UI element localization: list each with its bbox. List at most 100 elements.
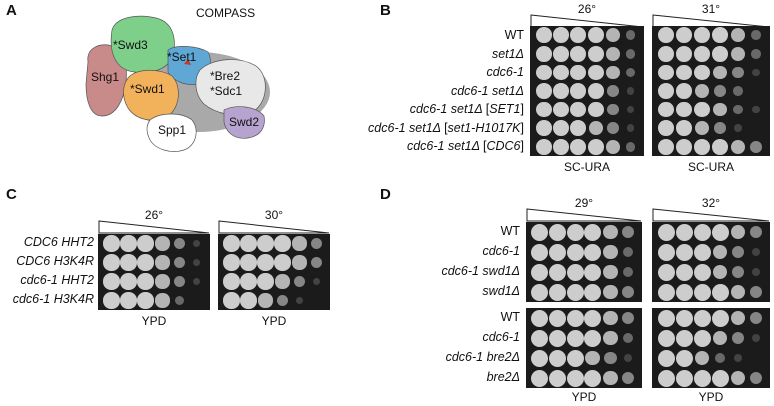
- strain-label: cdc6-1 set1Δ [set1-H1017K]: [368, 120, 524, 135]
- colony-spot: [751, 267, 761, 277]
- agar-plate: [526, 308, 642, 388]
- colony-spot: [675, 223, 693, 241]
- colony-spot: [675, 283, 693, 301]
- colony-spot: [625, 67, 636, 78]
- colony-spot: [292, 236, 307, 251]
- set1-label: *Set1: [167, 50, 197, 64]
- colony-spot: [585, 350, 601, 366]
- colony-spot: [587, 101, 604, 118]
- colony-spot: [310, 256, 323, 269]
- colony-spot: [553, 27, 569, 44]
- colony-spot: [535, 101, 552, 118]
- agar-plate: [652, 222, 770, 302]
- strain-label: cdc6-1 swd1Δ: [441, 264, 520, 278]
- colony-spot: [274, 254, 291, 271]
- colony-spot: [103, 254, 120, 271]
- colony-spot: [694, 45, 710, 62]
- colony-spot: [566, 309, 584, 327]
- medium-label: YPD: [571, 390, 597, 404]
- colony-spot: [535, 64, 552, 81]
- colony-spot: [549, 309, 566, 327]
- colony-spot: [606, 28, 620, 43]
- colony-spot: [566, 243, 584, 261]
- temperature-label: 26°: [577, 2, 597, 16]
- colony-spot: [531, 283, 549, 301]
- colony-spot: [657, 369, 675, 387]
- colony-spot: [675, 369, 693, 387]
- colony-spot: [531, 349, 549, 367]
- colony-spot: [535, 138, 552, 155]
- colony-spot: [549, 349, 566, 367]
- strain-label: cdc6-1 set1Δ [SET1]: [409, 102, 524, 117]
- colony-spot: [676, 138, 692, 155]
- colony-spot: [257, 273, 274, 290]
- colony-spot: [676, 120, 692, 137]
- colony-spot: [587, 27, 604, 44]
- strain-label: cdc6-1 H3K4R: [12, 292, 94, 306]
- colony-spot: [749, 285, 763, 299]
- colony-spot: [658, 83, 674, 99]
- colony-spot: [155, 293, 170, 308]
- panel-b-letter: B: [380, 2, 391, 19]
- medium-label: YPD: [698, 390, 724, 404]
- colony-spot: [626, 124, 635, 132]
- colony-spot: [531, 223, 549, 241]
- colony-spot: [549, 329, 566, 347]
- colony-spot: [606, 46, 620, 61]
- colony-spot: [566, 349, 584, 367]
- colony-spot: [120, 273, 137, 290]
- colony-spot: [749, 371, 763, 385]
- colony-spot: [275, 274, 290, 289]
- colony-spot: [657, 243, 675, 261]
- colony-spot: [624, 353, 633, 363]
- colony-spot: [732, 66, 744, 79]
- colony-spot: [657, 309, 675, 327]
- bre2-label: *Bre2: [210, 69, 241, 83]
- colony-spot: [731, 46, 745, 61]
- colony-spot: [570, 27, 587, 44]
- temperature-label: 29°: [574, 196, 594, 210]
- colony-spot: [712, 27, 728, 44]
- colony-spot: [733, 86, 743, 96]
- colony-spot: [693, 243, 711, 261]
- colony-spot: [625, 141, 636, 152]
- strain-label: CDC6 H3K4R: [16, 254, 94, 268]
- agar-plate: [98, 234, 210, 310]
- colony-spot: [603, 370, 618, 386]
- colony-spot: [535, 83, 552, 99]
- colony-spot: [584, 243, 602, 261]
- colony-spot: [693, 263, 711, 281]
- colony-spot: [257, 254, 274, 271]
- colony-spot: [657, 329, 675, 347]
- colony-spot: [173, 256, 186, 269]
- strain-label: swd1Δ: [482, 284, 520, 298]
- colony-spot: [693, 329, 711, 347]
- colony-spot: [276, 294, 289, 307]
- temperature-label: 31°: [701, 2, 721, 16]
- colony-spot: [570, 120, 587, 137]
- colony-spot: [257, 235, 274, 252]
- colony-spot: [223, 254, 240, 271]
- colony-spot: [584, 309, 602, 327]
- colony-spot: [570, 101, 587, 118]
- strain-label: cdc6-1 bre2Δ: [445, 350, 520, 364]
- colony-spot: [584, 329, 602, 347]
- dilution-triangle: [526, 208, 642, 222]
- colony-spot: [730, 284, 746, 300]
- colony-spot: [587, 83, 604, 99]
- colony-spot: [137, 235, 154, 252]
- colony-spot: [603, 310, 618, 326]
- colony-spot: [658, 64, 674, 81]
- colony-spot: [566, 223, 584, 241]
- colony-spot: [731, 28, 745, 43]
- strain-label: cdc6-1: [486, 65, 524, 80]
- strain-label: set1Δ: [491, 46, 524, 61]
- colony-spot: [626, 87, 635, 95]
- colony-spot: [658, 101, 674, 118]
- colony-spot: [657, 349, 675, 367]
- colony-spot: [549, 263, 566, 281]
- colony-spot: [223, 273, 240, 290]
- temperature-label: 30°: [264, 208, 284, 222]
- colony-spot: [223, 235, 240, 252]
- strain-label: cdc6-1 set1Δ [CDC6]: [406, 139, 524, 154]
